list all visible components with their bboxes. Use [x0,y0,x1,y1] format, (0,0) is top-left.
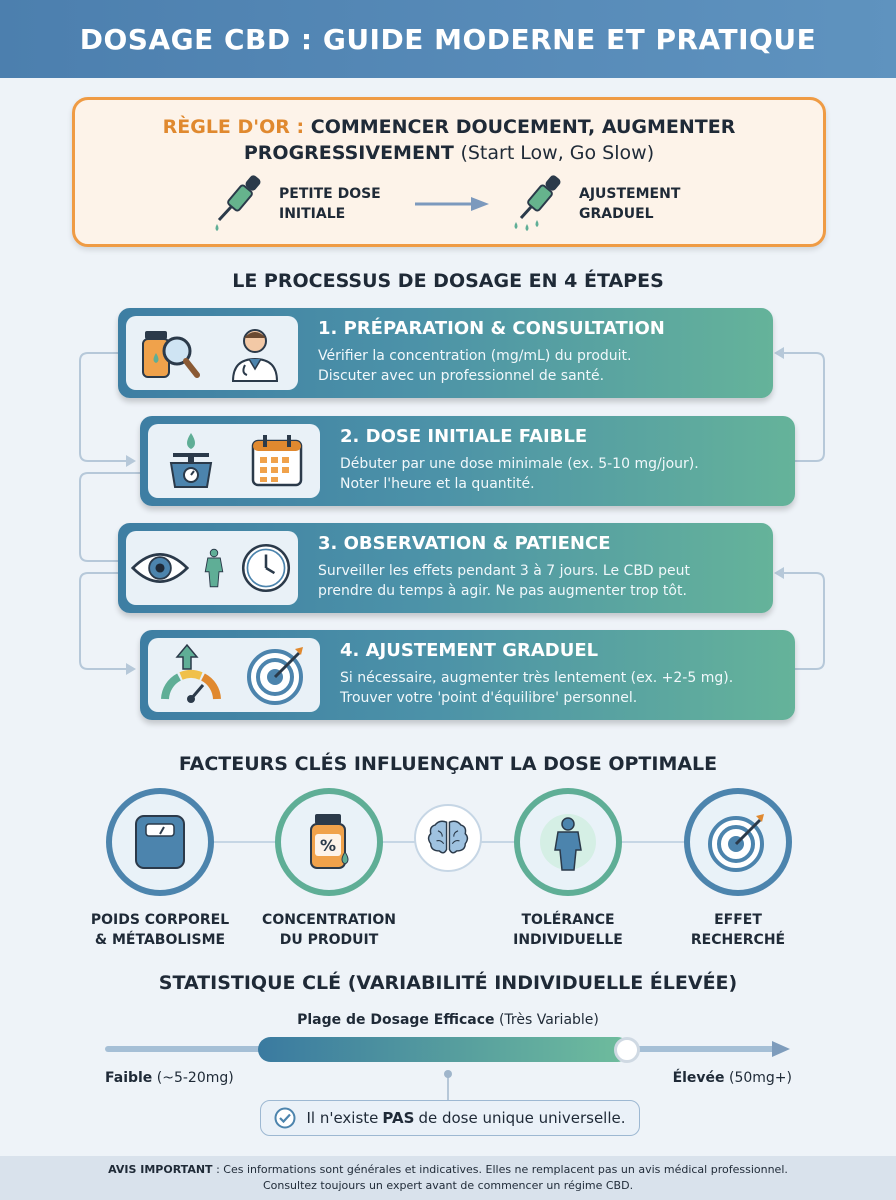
factor-4-line2: RECHERCHÉ [690,932,786,948]
dropper-drops-icon [514,175,561,231]
factor-1-line1: POIDS CORPOREL [90,912,230,928]
range-high-rest: (50mg+) [729,1070,792,1086]
rule-small-dose: PETITE DOSE INITIALE [211,174,429,234]
factor-3-line1: TOLÉRANCE [521,912,615,928]
factor-2-line2: DU PRODUIT [279,932,379,948]
disclaimer-line1: : Ces informations sont générales et ind… [216,1163,788,1176]
target-icon [247,647,303,705]
factor-weight: POIDS CORPOREL & MÉTABOLISME [86,788,234,950]
factor-2-line1: CONCENTRATION [262,912,396,928]
process-step-4: 4. AJUSTEMENT GRADUEL Si nécessaire, aug… [140,630,795,720]
step-2-line2: Noter l'heure et la quantité. [340,476,535,492]
human-body-icon [204,548,224,588]
step-2-title: 2. DOSE INITIALE FAIBLE [340,426,588,447]
range-high-label: Élevée (50mg+) [673,1070,792,1086]
brain-icon [427,820,469,854]
process-title: LE PROCESSUS DE DOSAGE EN 4 ÉTAPES [232,270,664,292]
factor-effect: EFFET RECHERCHÉ [664,788,812,950]
range-label-bold: Plage de Dosage Efficace [297,1012,495,1028]
rule-right-line2: GRADUEL [579,206,654,222]
eye-icon [131,553,189,583]
factor-1-line2: & MÉTABOLISME [94,932,226,948]
range-slider-knob [614,1037,640,1063]
step-2-line1: Débuter par une dose minimale (ex. 5-10 … [340,456,699,472]
note-pre: Il n'existe [306,1109,379,1127]
bathroom-scale-icon [135,815,185,869]
step-1-line1: Vérifier la concentration (mg/mL) du pro… [318,348,632,364]
dropper-icon [215,175,261,231]
rule-left-line1: PETITE DOSE [279,186,381,202]
range-high-bold: Élevée [672,1070,725,1086]
rule-gradual-adjust: AJUSTEMENT GRADUEL [511,174,729,234]
range-fill-bar [258,1037,630,1062]
process-step-3: 3. OBSERVATION & PATIENCE Surveiller les… [118,523,773,613]
bottle-percent-icon: % [310,814,349,869]
golden-rule-line1: COMMENCER DOUCEMENT, AUGMENTER [310,116,736,138]
note-bold: PAS [382,1109,415,1127]
check-circle-icon [274,1107,296,1129]
process-step-1: 1. PRÉPARATION & CONSULTATION Vérifier l… [118,308,773,398]
page-header: DOSAGE CBD : GUIDE MODERNE ET PRATIQUE [0,0,896,78]
factors-title: FACTEURS CLÉS INFLUENÇANT LA DOSE OPTIMA… [178,753,718,775]
note-post: de dose unique universelle. [418,1109,626,1127]
brain-icon-circle [414,804,482,872]
step-3-line2: prendre du temps à agir. Ne pas augmente… [318,583,687,599]
step-3-line1: Surveiller les effets pendant 3 à 7 jour… [318,563,691,579]
disclaimer-line2: Consultez toujours un expert avant de co… [262,1179,634,1192]
factor-tolerance: TOLÉRANCE INDIVIDUELLE [494,788,642,950]
golden-rule-title: RÈGLE D'OR : COMMENCER DOUCEMENT, AUGMEN… [75,114,823,166]
scale-drop-icon [169,433,213,488]
disclaimer-footer: AVIS IMPORTANT : Ces informations sont g… [0,1156,896,1200]
svg-text:%: % [320,836,336,855]
range-label: Plage de Dosage Efficace (Très Variable) [0,1012,896,1028]
step-4-title: 4. AJUSTEMENT GRADUEL [340,640,599,661]
range-pointer-line [447,1072,449,1102]
range-low-rest: (~5-20mg) [156,1070,234,1086]
step-4-line2: Trouver votre 'point d'équilibre' person… [340,690,638,706]
process-step-2: 2. DOSE INITIALE FAIBLE Débuter par une … [140,416,795,506]
person-glow-icon [540,814,596,871]
golden-rule-lead: RÈGLE D'OR : [162,116,305,138]
range-low-bold: Faible [105,1070,153,1086]
target-arrow-icon [708,814,764,872]
disclaimer-bold: AVIS IMPORTANT [108,1163,213,1176]
range-low-label: Faible (~5-20mg) [105,1070,234,1086]
step-3-title: 3. OBSERVATION & PATIENCE [318,533,611,554]
no-universal-dose-note: Il n'existe PAS de dose unique universel… [260,1100,640,1136]
range-label-rest: (Très Variable) [498,1012,599,1028]
clock-icon [241,543,291,593]
rule-right-line1: AJUSTEMENT [579,186,681,202]
calendar-icon [251,435,303,487]
factor-4-line1: EFFET [714,912,762,928]
factor-concentration: % CONCENTRATION DU PRODUIT [248,788,410,950]
step-1-line2: Discuter avec un professionnel de santé. [318,368,605,384]
gauge-arrow-icon [161,643,221,703]
doctor-icon [231,329,279,382]
range-pointer-dot [444,1070,452,1078]
golden-rule-subtitle: (Start Low, Go Slow) [460,142,655,164]
rule-left-line2: INITIALE [279,206,346,222]
arrow-right-icon [415,197,489,211]
stats-title: STATISTIQUE CLÉ (VARIABILITÉ INDIVIDUELL… [158,972,738,994]
product-magnifier-icon [142,331,200,378]
golden-rule-line2: PROGRESSIVEMENT [243,142,454,164]
step-4-line1: Si nécessaire, augmenter très lentement … [340,670,734,686]
page-title: DOSAGE CBD : GUIDE MODERNE ET PRATIQUE [79,22,817,56]
factor-3-line2: INDIVIDUELLE [513,932,623,948]
step-1-title: 1. PRÉPARATION & CONSULTATION [318,318,665,339]
golden-rule-box: RÈGLE D'OR : COMMENCER DOUCEMENT, AUGMEN… [72,97,826,247]
range-arrow-head [772,1041,790,1057]
